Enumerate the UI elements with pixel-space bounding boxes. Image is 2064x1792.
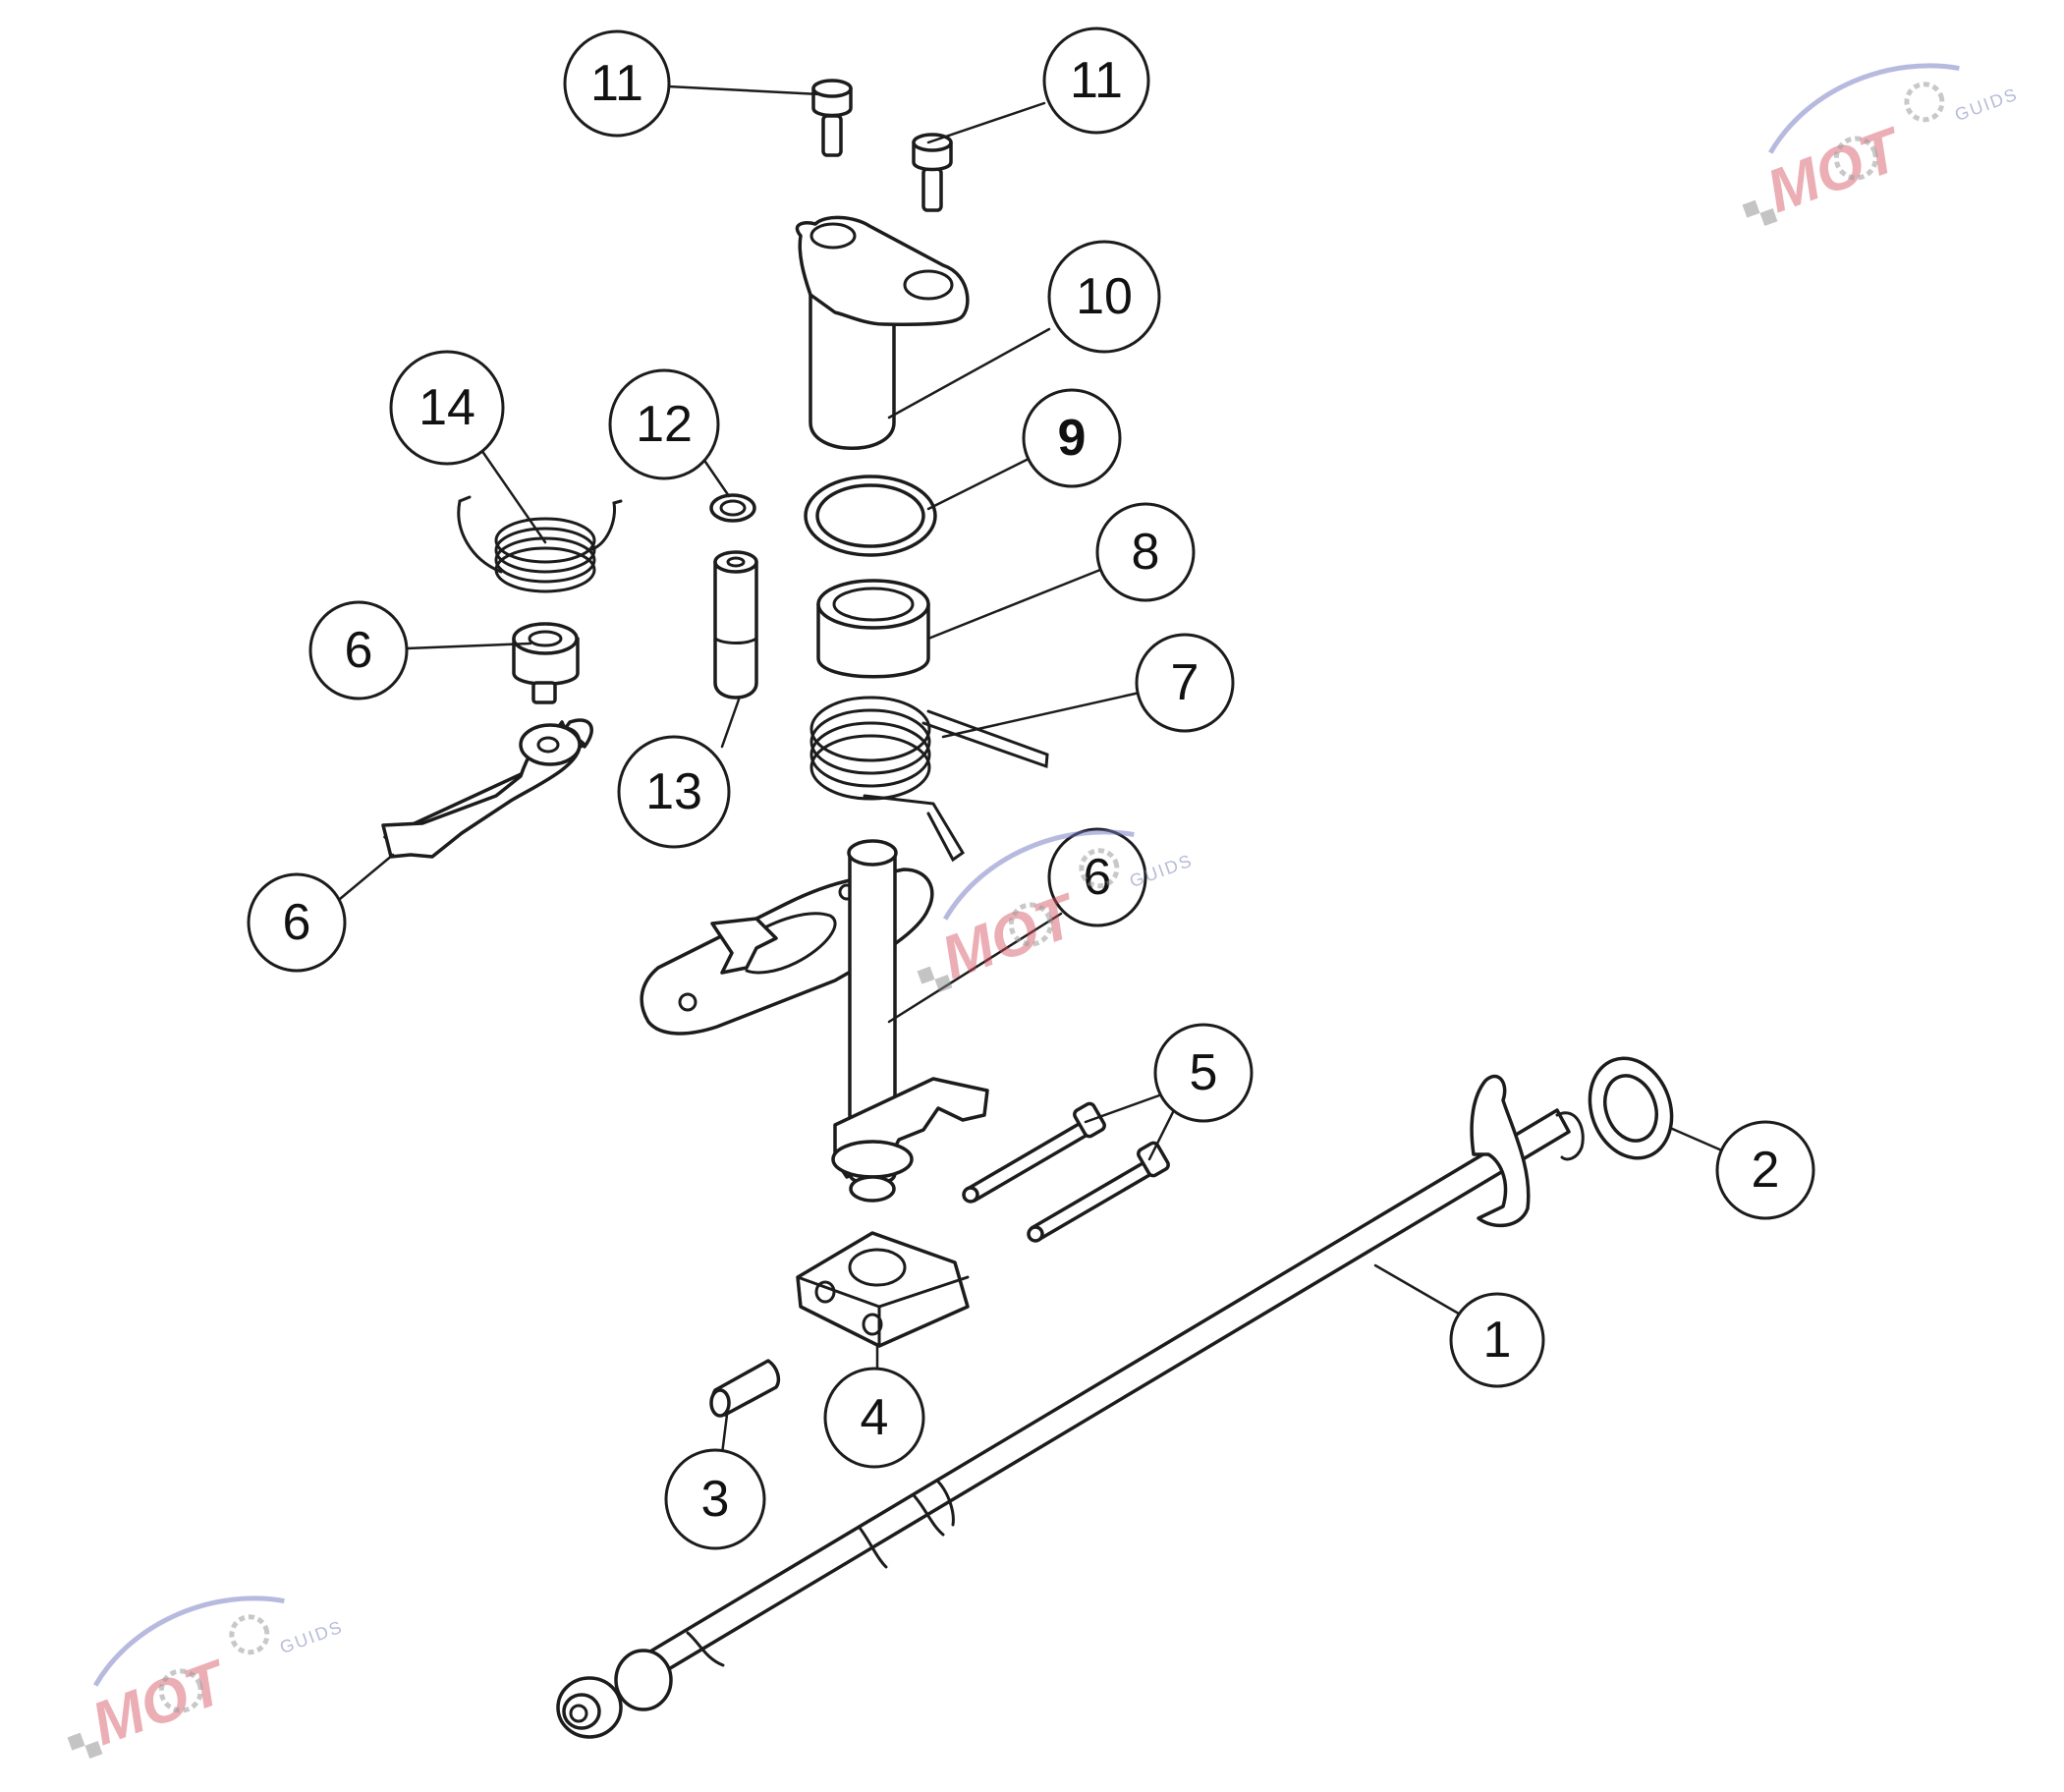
callout-9-label: 9 bbox=[1058, 410, 1087, 467]
watermark-logo-top-right: MOT GUIDS bbox=[1742, 63, 2021, 226]
part-5-bolts bbox=[962, 1101, 1170, 1243]
watermark-sub: GUIDS bbox=[277, 1616, 346, 1657]
callout-13-label: 13 bbox=[645, 763, 702, 820]
callout-6-arm: 6 bbox=[247, 872, 347, 973]
callout-6-arm-label: 6 bbox=[283, 894, 311, 951]
part-6-selector-shaft bbox=[640, 839, 989, 1203]
callout-9: 9 bbox=[1022, 388, 1122, 488]
part-6-stopper-arm bbox=[381, 718, 593, 859]
part-8-sleeve bbox=[816, 579, 930, 679]
callout-4: 4 bbox=[823, 1367, 925, 1469]
part-3-pin bbox=[709, 1359, 781, 1418]
part-11-bolt-left bbox=[811, 79, 853, 157]
callout-11-left-label: 11 bbox=[590, 55, 643, 112]
part-1-shift-shaft bbox=[556, 1074, 1585, 1739]
callout-6-roller: 6 bbox=[308, 600, 409, 700]
callout-6-selector: 6 bbox=[1047, 827, 1147, 927]
callout-5-label: 5 bbox=[1190, 1044, 1218, 1101]
watermark-logo-bottom-left: MOT GUIDS bbox=[67, 1596, 346, 1759]
watermark-brand: MOT bbox=[933, 880, 1088, 992]
callout-2-label: 2 bbox=[1752, 1142, 1780, 1199]
callout-14-label: 14 bbox=[418, 379, 475, 436]
leader-lines bbox=[332, 84, 1726, 1456]
callout-12-label: 12 bbox=[636, 396, 693, 453]
callout-3: 3 bbox=[664, 1448, 766, 1550]
part-11-bolt-right bbox=[912, 133, 953, 212]
callout-1: 1 bbox=[1449, 1292, 1545, 1388]
watermark-logo-center: MOT GUIDS bbox=[917, 829, 1196, 992]
callout-11-right: 11 bbox=[1042, 27, 1150, 135]
callout-2: 2 bbox=[1715, 1120, 1815, 1220]
part-13-stopper-pin bbox=[713, 550, 758, 700]
part-14-torsion-spring bbox=[457, 495, 623, 593]
callout-10: 10 bbox=[1047, 240, 1161, 354]
callout-7-label: 7 bbox=[1171, 654, 1199, 711]
callout-6-selector-label: 6 bbox=[1084, 849, 1112, 906]
part-12-small-o-ring bbox=[709, 493, 756, 523]
callout-5: 5 bbox=[1153, 1023, 1254, 1123]
part-10-lever-housing bbox=[795, 215, 970, 450]
callout-7: 7 bbox=[1135, 633, 1235, 733]
callout-4-label: 4 bbox=[861, 1389, 889, 1446]
part-4-guide-block bbox=[796, 1231, 970, 1348]
callout-12: 12 bbox=[608, 368, 720, 480]
watermark-brand: MOT bbox=[1758, 114, 1914, 226]
watermark-sub: GUIDS bbox=[1952, 84, 2021, 125]
callout-8-label: 8 bbox=[1132, 524, 1160, 581]
callout-6-roller-label: 6 bbox=[345, 622, 373, 679]
callout-1-label: 1 bbox=[1483, 1312, 1512, 1369]
part-9-o-ring bbox=[804, 475, 937, 557]
callout-8: 8 bbox=[1095, 502, 1196, 602]
part-2-washer bbox=[1588, 1056, 1674, 1160]
part-7-return-spring bbox=[809, 696, 1049, 863]
callout-14: 14 bbox=[389, 350, 505, 466]
callout-3-label: 3 bbox=[701, 1471, 730, 1528]
callout-11-left: 11 bbox=[563, 29, 671, 138]
watermark-brand: MOT bbox=[84, 1647, 239, 1759]
callout-13: 13 bbox=[617, 735, 731, 849]
callout-11-right-label: 11 bbox=[1070, 52, 1123, 109]
part-6-roller bbox=[512, 622, 580, 704]
callout-10-label: 10 bbox=[1076, 268, 1133, 325]
